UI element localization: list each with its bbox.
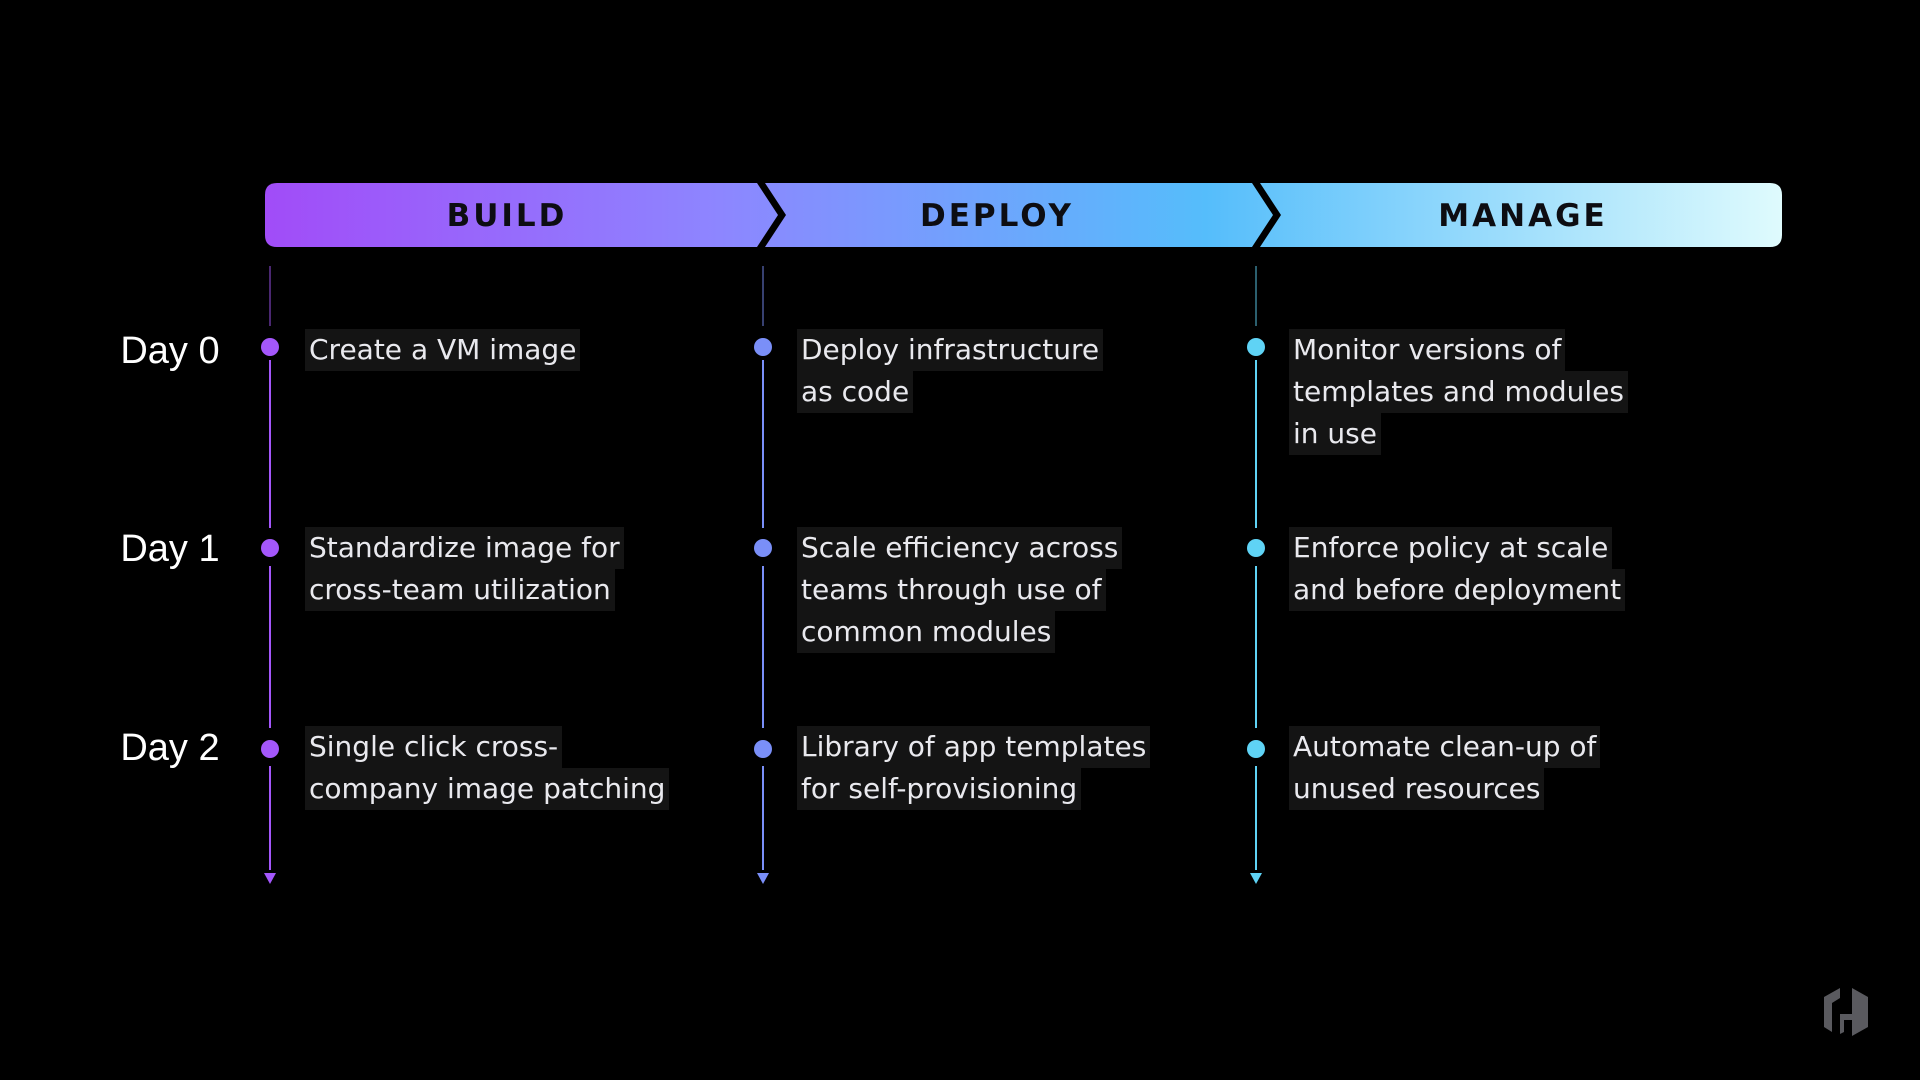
milestone-dot-day-1 [754, 539, 772, 557]
cell-build-day-0: Create a VM image [305, 329, 749, 371]
milestone-dot-day-1 [261, 539, 279, 557]
phase-label-build: BUILD [447, 198, 568, 234]
cell-build-day-2: Single click cross- company image patchi… [305, 726, 749, 810]
cell-text-line: unused resources [1289, 768, 1545, 810]
milestone-dot-day-1 [1247, 539, 1265, 557]
milestone-dot-day-0 [1247, 338, 1265, 356]
day-label-2: Day 2 [120, 727, 220, 769]
cell-text-line: Standardize image for [305, 527, 624, 569]
timeline-arrowhead [264, 873, 276, 884]
cell-deploy-day-2: Library of app templates for self-provis… [797, 726, 1241, 810]
cell-text-line: for self-provisioning [797, 768, 1082, 810]
cell-build-day-1: Standardize image for cross-team utiliza… [305, 527, 749, 611]
cell-text-line: teams through use of [797, 569, 1106, 611]
timeline-deploy [754, 266, 772, 884]
timeline-arrowhead [1250, 873, 1262, 884]
cell-deploy-day-0: Deploy infrastructure as code [797, 329, 1241, 413]
phase-banner-manage [1260, 183, 1782, 247]
phase-banner-build [265, 183, 778, 247]
phase-label-manage: MANAGE [1438, 198, 1607, 234]
day-label-1: Day 1 [120, 528, 220, 570]
cell-text-line: in use [1289, 413, 1381, 455]
cell-text-line: Scale efficiency across [797, 527, 1123, 569]
phase-banner-deploy [765, 183, 1273, 247]
cell-text-line: Library of app templates [797, 726, 1151, 768]
cell-manage-day-1: Enforce policy at scale and before deplo… [1289, 527, 1733, 611]
cell-text-line: templates and modules [1289, 371, 1628, 413]
cell-text-line: Deploy infrastructure [797, 329, 1104, 371]
hashicorp-logo-icon [1824, 988, 1868, 1036]
cell-deploy-day-1: Scale efficiency across teams through us… [797, 527, 1241, 653]
cell-text-line: as code [797, 371, 914, 413]
cell-manage-day-0: Monitor versions of templates and module… [1289, 329, 1733, 455]
cell-text-line: company image patching [305, 768, 670, 810]
cell-text-line: Automate clean-up of [1289, 726, 1601, 768]
timeline-build [261, 266, 279, 884]
milestone-dot-day-2 [261, 740, 279, 758]
timeline-manage [1247, 266, 1265, 884]
milestone-dot-day-2 [754, 740, 772, 758]
milestone-dot-day-2 [1247, 740, 1265, 758]
cell-text-line: Monitor versions of [1289, 329, 1566, 371]
cell-text-line: cross-team utilization [305, 569, 615, 611]
milestone-dot-day-0 [261, 338, 279, 356]
cell-text-line: Create a VM image [305, 329, 581, 371]
timeline-arrowhead [757, 873, 769, 884]
cell-text-line: Single click cross- [305, 726, 563, 768]
cell-text-line: Enforce policy at scale [1289, 527, 1613, 569]
day-label-0: Day 0 [120, 330, 220, 372]
cell-text-line: and before deployment [1289, 569, 1626, 611]
milestone-dot-day-0 [754, 338, 772, 356]
cell-text-line: common modules [797, 611, 1056, 653]
phase-label-deploy: DEPLOY [920, 198, 1074, 234]
cell-manage-day-2: Automate clean-up of unused resources [1289, 726, 1733, 810]
